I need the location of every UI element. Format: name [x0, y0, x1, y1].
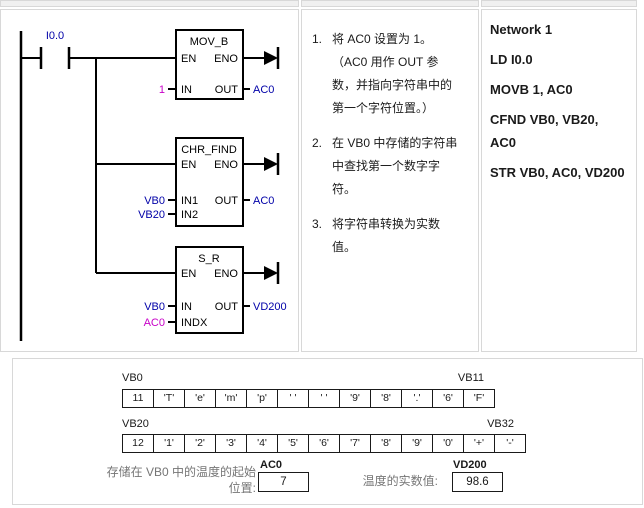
memory-cell: '8': [370, 434, 402, 453]
table-header-strip-notes: [301, 0, 479, 7]
memory-cell: '.': [401, 389, 433, 408]
memory-cell: ' ': [308, 389, 340, 408]
note-item-3: 3. 将字符串转换为实数 值。: [312, 213, 472, 259]
pin-out: OUT: [215, 195, 239, 207]
result2-value-box: 98.6: [452, 472, 503, 492]
pin-value: AC0: [253, 84, 274, 96]
stl-line: CFND VB0, VB20, AC0: [490, 112, 599, 150]
memory-cell: 'm': [215, 389, 247, 408]
pin-value: AC0: [144, 317, 165, 329]
memory-cell: '5': [277, 434, 309, 453]
pin-in1: IN1: [181, 195, 198, 207]
block-chr-find: [175, 137, 244, 227]
memory-row2-labels: VB20 VB32: [122, 418, 514, 430]
pin-out: OUT: [215, 301, 239, 313]
memory-cell: '6': [308, 434, 340, 453]
memory-cell: '0': [432, 434, 464, 453]
result1-caption: 存储在 VB0 中的温度的起始 位置:: [106, 465, 256, 495]
pin-en: EN: [181, 53, 196, 65]
memory-cell: '6': [432, 389, 464, 408]
note-item-2: 2. 在 VB0 中存储的字符串 中查找第一个数字字 符。: [312, 132, 472, 201]
memory-panel: VB0 VB11 11 'T' 'e' 'm' 'p' ' ' ' ' '9' …: [12, 358, 643, 505]
notes-panel: 1. 将 AC0 设置为 1。 （AC0 用作 OUT 参 数，并指向字符串中的…: [301, 9, 479, 352]
memory-cell: 'p': [246, 389, 278, 408]
pin-value: VB20: [138, 209, 165, 221]
block-title: MOV_B: [190, 36, 229, 48]
result1-value-box: 7: [258, 472, 309, 492]
memory-row1-labels: VB0 VB11: [122, 372, 484, 384]
pin-value: VD200: [253, 301, 287, 313]
contact-i0-0: [39, 47, 71, 69]
pin-in: IN: [181, 301, 192, 313]
memory-cell: 12: [122, 434, 154, 453]
stl-network-title: Network 1: [490, 22, 553, 37]
memory-cell: '7': [339, 434, 371, 453]
pin-in: IN: [181, 84, 192, 96]
memory-cell: '1': [153, 434, 185, 453]
pin-eno: ENO: [214, 159, 238, 171]
block-title: CHR_FIND: [181, 144, 237, 156]
memory-cell: 'e': [184, 389, 216, 408]
table-header-strip-ladder: [0, 0, 299, 7]
note-number: 1.: [312, 32, 323, 46]
result2-caption: 温度的实数值:: [362, 474, 438, 488]
pin-value: VB0: [144, 301, 165, 313]
table-header-strip-code: [481, 0, 637, 7]
memory-cell: '9': [401, 434, 433, 453]
pin-indx: INDX: [181, 317, 208, 329]
note-item-1: 1. 将 AC0 设置为 1。 （AC0 用作 OUT 参 数，并指向字符串中的…: [312, 28, 472, 120]
memory-cell: '2': [184, 434, 216, 453]
stl-line: LD I0.0: [490, 52, 533, 67]
memory-cell: ' ': [277, 389, 309, 408]
result2-register-label: VD200: [453, 459, 487, 471]
stl-line: MOVB 1, AC0: [490, 82, 573, 97]
memory-end-label: VB32: [487, 418, 514, 430]
memory-cell: '8': [370, 389, 402, 408]
note-number: 3.: [312, 217, 323, 231]
pin-value: 1: [159, 84, 165, 96]
memory-end-label: VB11: [457, 372, 484, 384]
memory-row2-table: 12 '1' '2' '3' '4' '5' '6' '7' '8' '9' '…: [122, 434, 526, 453]
memory-start-label: VB20: [122, 418, 149, 430]
pin-eno: ENO: [214, 53, 238, 65]
pin-in2: IN2: [181, 209, 198, 221]
note-text: 将 AC0 设置为 1。 （AC0 用作 OUT 参 数，并指向字符串中的 第一…: [332, 32, 453, 115]
pin-value: AC0: [253, 195, 274, 207]
memory-cell: '9': [339, 389, 371, 408]
pin-en: EN: [181, 159, 196, 171]
memory-cell: '+': [463, 434, 495, 453]
note-text: 在 VB0 中存储的字符串 中查找第一个数字字 符。: [332, 136, 458, 196]
output-arrow-icon: [264, 157, 278, 171]
memory-cell: '3': [215, 434, 247, 453]
block-s-r: [175, 246, 244, 334]
output-arrow-icon: [264, 51, 278, 65]
stl-line: STR VB0, AC0, VD200: [490, 165, 625, 180]
note-text: 将字符串转换为实数 值。: [332, 217, 441, 254]
block-title: S_R: [198, 253, 219, 265]
memory-cell: '4': [246, 434, 278, 453]
ladder-diagram: I0.0 MOV_B EN ENO 1 IN OUT AC0 CHR_FIND …: [19, 29, 287, 341]
memory-cell: 'T': [153, 389, 185, 408]
pin-out: OUT: [215, 84, 239, 96]
pin-eno: ENO: [214, 268, 238, 280]
result1-register-label: AC0: [260, 459, 283, 471]
contact-label: I0.0: [46, 30, 64, 42]
memory-start-label: VB0: [122, 372, 143, 384]
memory-cell: 11: [122, 389, 154, 408]
memory-row1-table: 11 'T' 'e' 'm' 'p' ' ' ' ' '9' '8' '.' '…: [122, 389, 495, 408]
memory-cell: '-': [494, 434, 526, 453]
stl-panel: Network 1 LD I0.0 MOVB 1, AC0 CFND VB0, …: [481, 9, 637, 352]
ladder-panel: I0.0 MOV_B EN ENO 1 IN OUT AC0 CHR_FIND …: [0, 9, 299, 352]
pin-value: VB0: [144, 195, 165, 207]
memory-cell: 'F': [463, 389, 495, 408]
output-arrow-icon: [264, 266, 278, 280]
pin-en: EN: [181, 268, 196, 280]
block-mov-b: [175, 29, 244, 100]
note-number: 2.: [312, 136, 323, 150]
